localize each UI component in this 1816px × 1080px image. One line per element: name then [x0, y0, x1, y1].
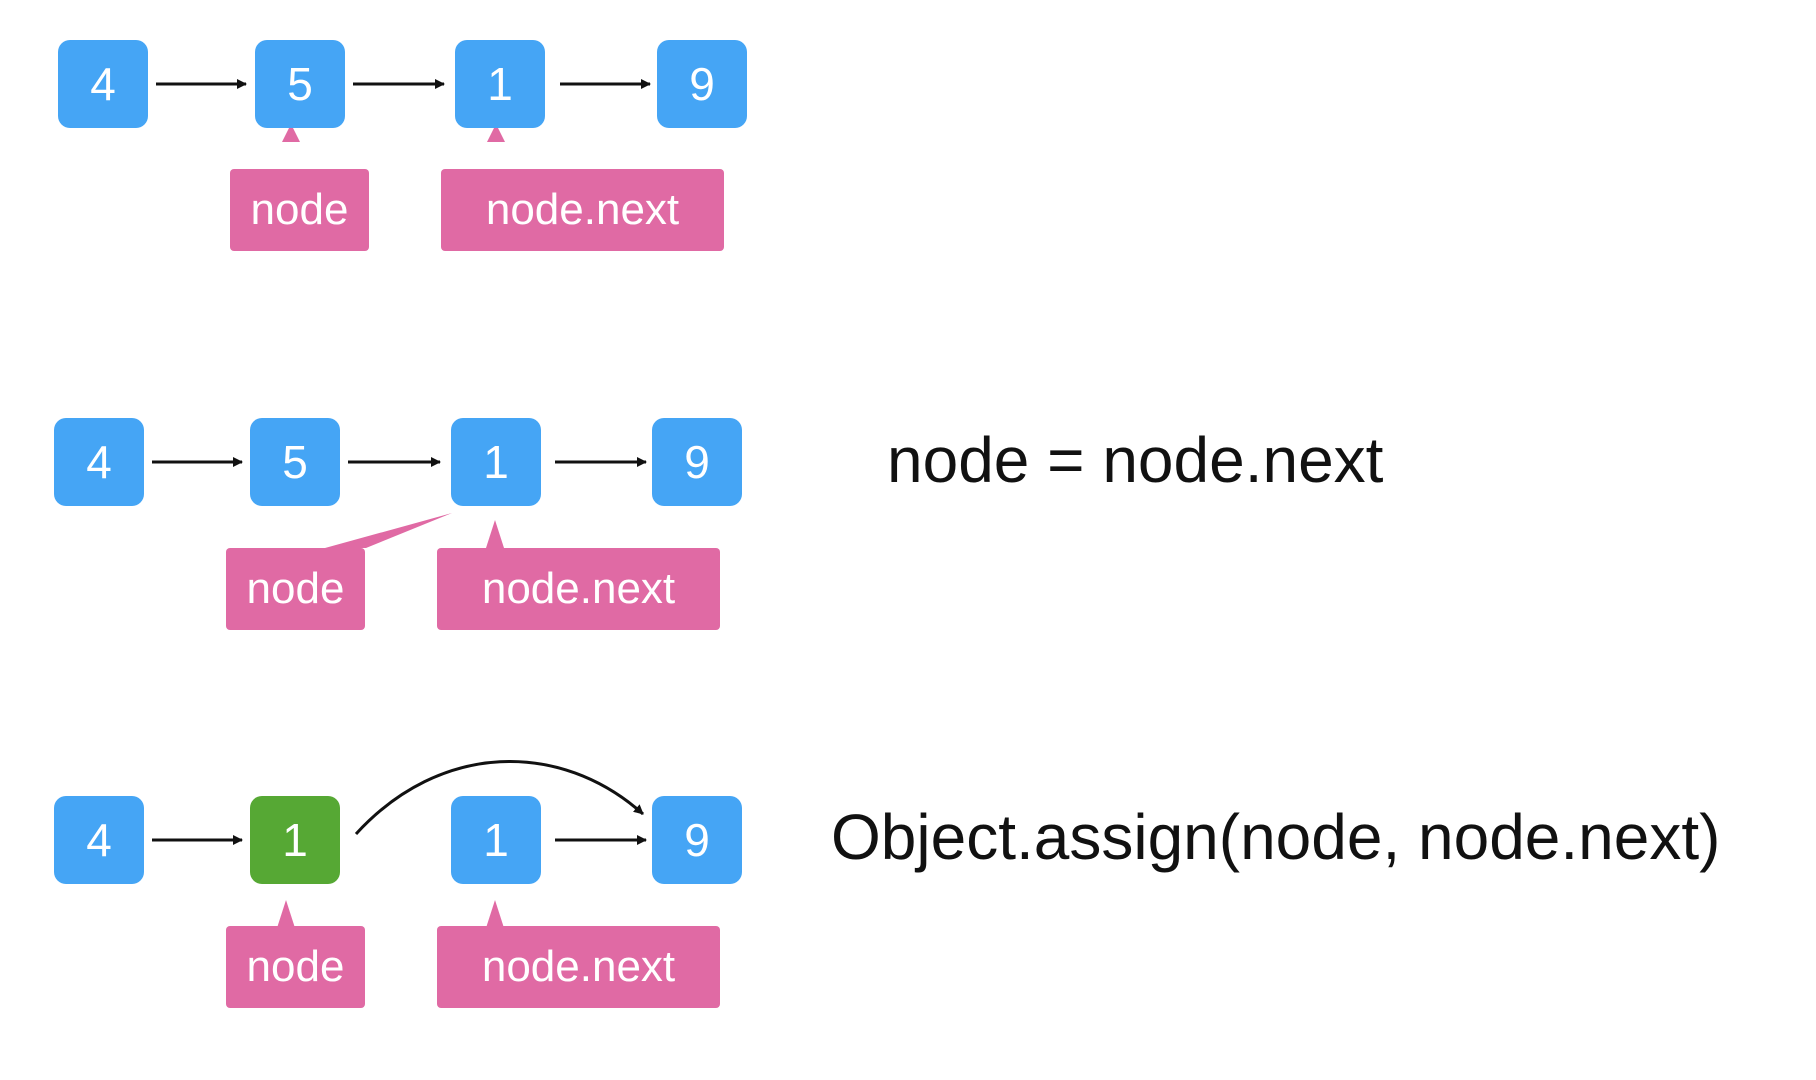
pointer-label-node: node	[226, 926, 365, 1008]
pointer-label-node-next: node.next	[437, 548, 720, 630]
pointer-label-node: node	[226, 548, 365, 630]
list-node: 5	[250, 418, 340, 506]
list-node: 1	[451, 418, 541, 506]
pointer-label-node-next: node.next	[437, 926, 720, 1008]
list-node: 4	[54, 418, 144, 506]
pointer-tail-row2-next	[486, 520, 504, 548]
pointer-tail-row3-node	[277, 900, 295, 928]
pointer-label-node: node	[230, 169, 369, 251]
list-node-highlighted: 1	[250, 796, 340, 884]
arrow-row3-skip-to-9	[354, 759, 644, 836]
list-node: 4	[58, 40, 148, 128]
list-node: 1	[455, 40, 545, 128]
list-node: 4	[54, 796, 144, 884]
list-node: 5	[255, 40, 345, 128]
pointer-label-node-next: node.next	[441, 169, 724, 251]
list-node: 9	[652, 796, 742, 884]
list-node: 9	[657, 40, 747, 128]
pointer-tail-row2-node	[325, 513, 452, 548]
list-node: 1	[451, 796, 541, 884]
pointer-tail-row3-next	[486, 900, 504, 928]
code-statement: Object.assign(node, node.next)	[831, 801, 1721, 873]
pointer-tail-row1-next	[487, 124, 505, 142]
pointer-tail-row1-node	[282, 124, 300, 142]
list-node: 9	[652, 418, 742, 506]
code-statement: node = node.next	[887, 424, 1384, 496]
